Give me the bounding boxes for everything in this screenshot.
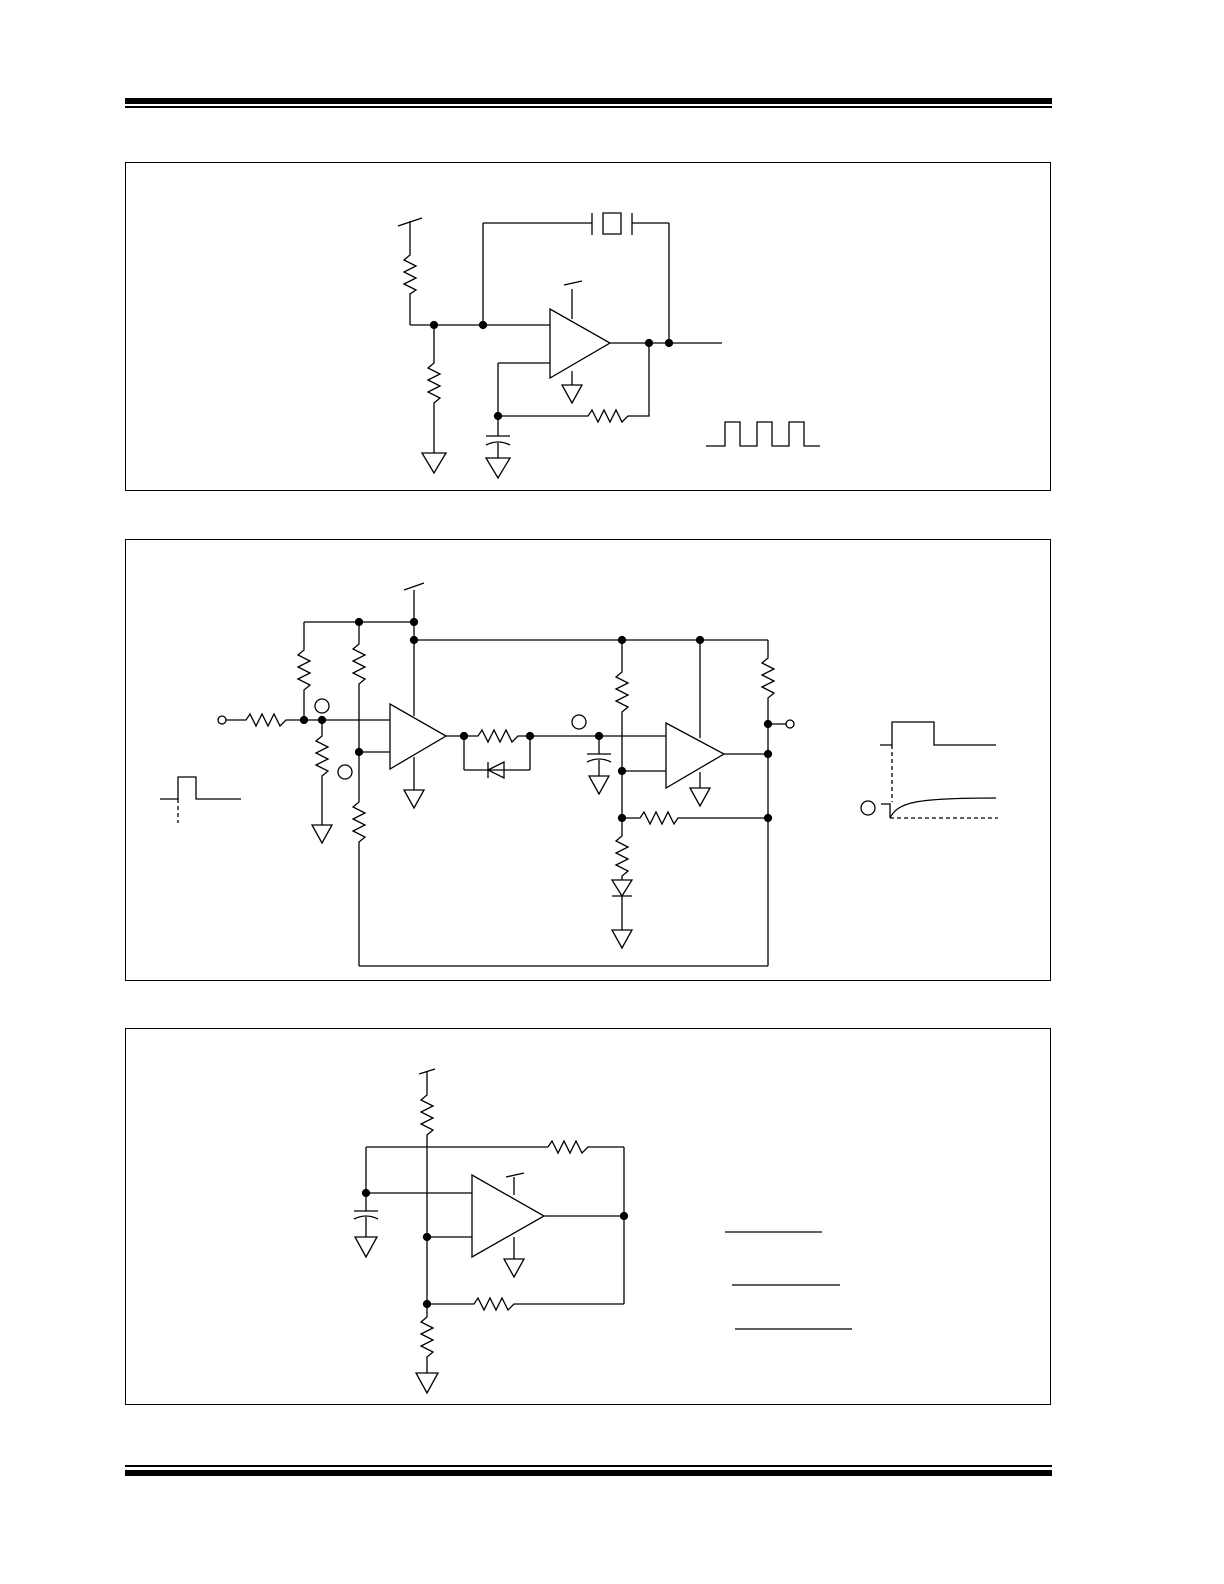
input-pulse-waveform [160, 777, 241, 799]
junction-dot [666, 340, 673, 347]
resistor-r1 [421, 1091, 433, 1304]
input-terminal [218, 716, 226, 724]
figure-crystal-oscillator [125, 162, 1051, 491]
vdd-symbol [564, 281, 582, 285]
ground-icon [422, 453, 446, 473]
comparator-symbol [472, 1175, 544, 1257]
junction-dot [765, 751, 772, 758]
ground-icon [589, 776, 609, 794]
capacitor-plate [354, 1216, 378, 1219]
capacitor-plate [587, 759, 611, 762]
ground-icon [355, 1237, 377, 1257]
crystal-oscillator-schematic [126, 163, 1052, 492]
vdd-symbol [404, 583, 424, 590]
resistor-r7 [622, 812, 768, 824]
resistor-r3 [316, 720, 328, 825]
resistor-r8 [616, 818, 628, 880]
ground-icon [562, 385, 582, 403]
vdd-symbol [506, 1173, 524, 1177]
node-marker [338, 765, 352, 779]
ground-icon [690, 788, 710, 806]
resistor-r6 [616, 640, 628, 818]
header-rule-thick [125, 98, 1052, 104]
output-terminal [786, 720, 794, 728]
resistor-rf [498, 343, 649, 422]
resistor-r1 [404, 251, 416, 325]
node-marker [572, 715, 586, 729]
ground-icon [504, 1259, 524, 1277]
capacitor-voltage-curve [890, 798, 996, 818]
output-waveform [880, 722, 996, 745]
crystal-icon [603, 213, 621, 234]
diode-d1 [488, 762, 504, 778]
capacitor-plate [486, 442, 510, 445]
ground-icon [612, 930, 632, 948]
footer-rule-thin [125, 1465, 1052, 1467]
resistor-r2 [421, 1304, 433, 1373]
comparator-1-symbol [390, 704, 446, 769]
resistor-rf1 [548, 1141, 624, 1153]
junction-dot [765, 815, 772, 822]
ground-icon [416, 1373, 438, 1393]
resistor-r2 [353, 622, 365, 762]
junction-dot [356, 749, 363, 756]
vdd-symbol [419, 1069, 435, 1074]
rc-oscillator-schematic [126, 1029, 1052, 1406]
resistor-r4 [353, 762, 365, 966]
figure-one-shot [125, 539, 1051, 981]
node-marker [861, 801, 875, 815]
vdd-symbol [398, 218, 422, 226]
comparator-symbol [550, 309, 610, 378]
resistor-rf2 [427, 1298, 624, 1310]
diode-d2 [612, 880, 632, 896]
square-wave-output [706, 422, 820, 446]
resistor-r1 [298, 622, 310, 720]
resistor-r5 [464, 730, 530, 742]
resistor-r2 [428, 325, 440, 453]
resistor-rin [226, 714, 304, 726]
one-shot-schematic [126, 540, 1052, 982]
ground-icon [404, 790, 424, 808]
node-marker [315, 699, 329, 713]
resistor-r9 [762, 654, 774, 966]
header-rule-thin [125, 106, 1052, 108]
ground-icon [486, 458, 510, 478]
ground-icon [312, 825, 332, 843]
figure-rc-oscillator [125, 1028, 1051, 1405]
junction-dot [621, 1213, 628, 1220]
footer-rule-thick [125, 1470, 1052, 1476]
comparator-2-symbol [666, 723, 724, 788]
